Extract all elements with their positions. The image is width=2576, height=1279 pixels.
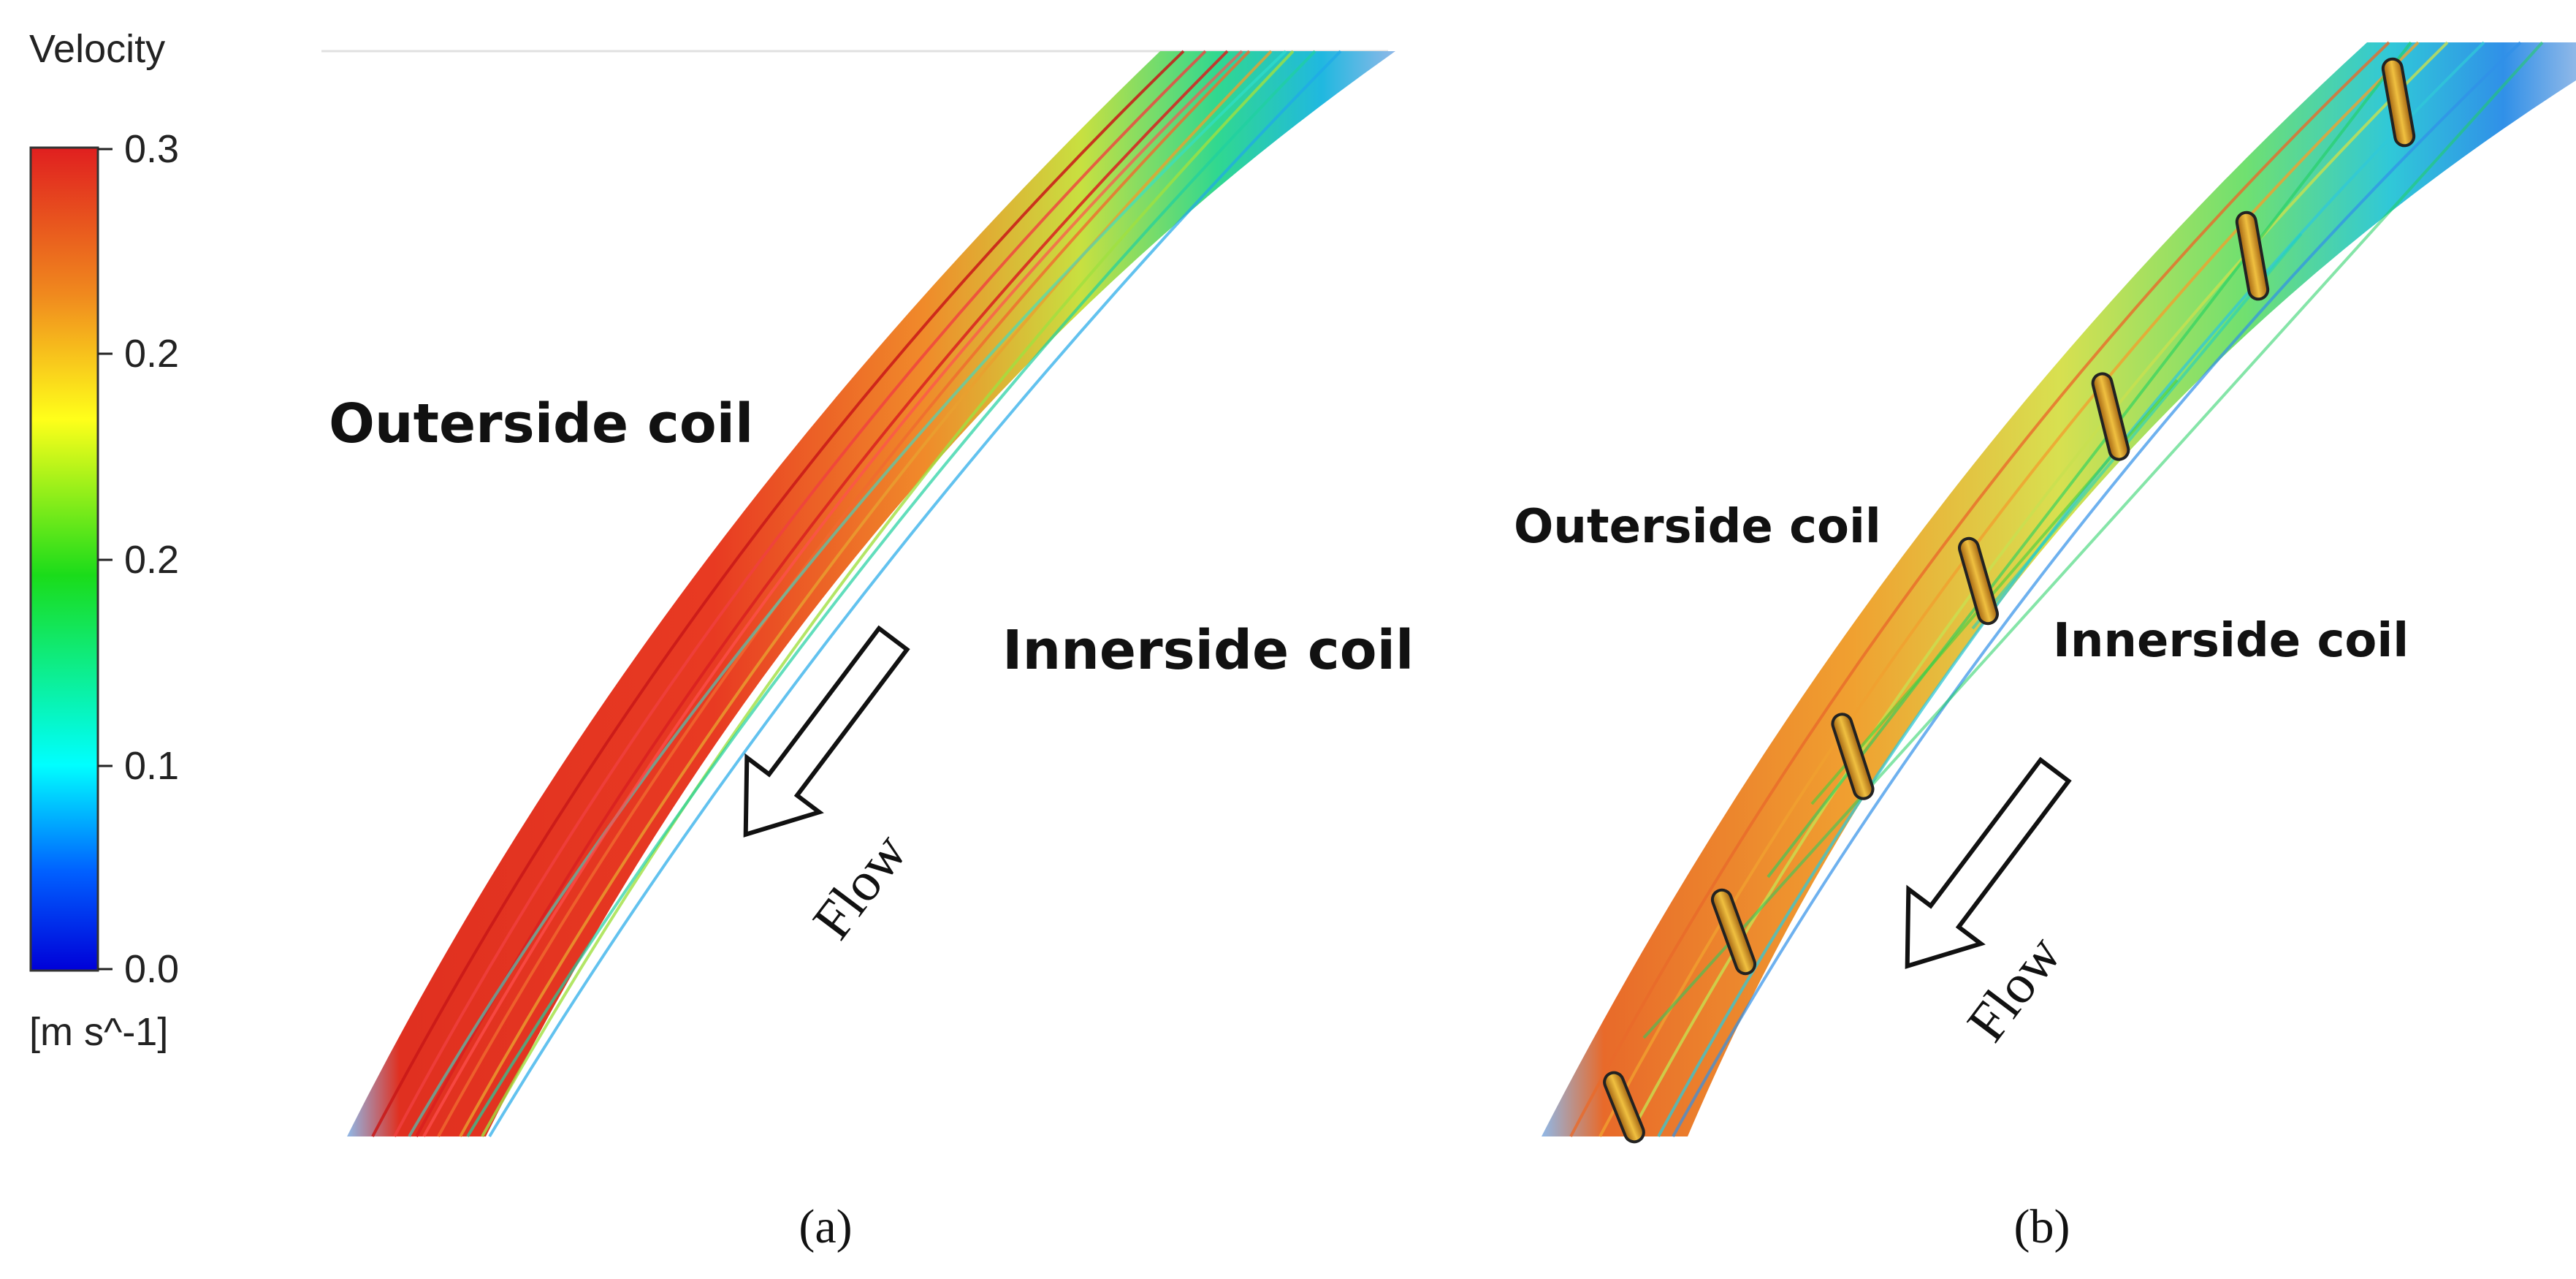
panel-a-flow-arrow <box>743 625 910 838</box>
panel-b: Flow Outerside coil Innerside coil (b) <box>1514 41 2576 1253</box>
panel-a-coil-channel <box>347 51 1395 1136</box>
baffle <box>1831 713 1875 800</box>
baffle <box>1603 1071 1645 1144</box>
legend-tick-label: 0.2 <box>124 332 179 376</box>
panel-b-innerside-label: Innerside coil <box>2053 614 2409 668</box>
legend-tick-label: 0.3 <box>124 127 179 171</box>
baffle <box>2235 210 2270 301</box>
legend-title: Velocity <box>29 27 165 71</box>
velocity-legend: Velocity 0.3 0.2 0.2 0.1 0.0 [m s^-1] <box>29 27 179 1054</box>
legend-tick-label: 0.0 <box>124 947 179 991</box>
panel-a-caption: (a) <box>799 1200 852 1253</box>
baffle <box>2381 57 2416 148</box>
legend-tick-label: 0.2 <box>124 538 179 582</box>
legend-color-bar <box>29 146 99 972</box>
flow-arrow-icon <box>743 625 910 838</box>
panel-a-innerside-label: Innerside coil <box>1002 619 1414 682</box>
panel-a-streamlines <box>371 50 1342 1138</box>
panel-a: Flow Outerside coil Innerside coil (a) <box>321 50 1414 1253</box>
panel-a-outerside-label: Outerside coil <box>329 392 753 455</box>
legend-ticks <box>98 148 113 971</box>
legend-unit: [m s^-1] <box>29 1010 168 1054</box>
flow-arrow-icon <box>1905 756 2072 969</box>
panel-b-baffles <box>1603 57 2416 1144</box>
legend-tick-label: 0.1 <box>124 744 179 788</box>
panel-a-flow-label: Flow <box>801 822 918 950</box>
panel-b-outerside-label: Outerside coil <box>1514 500 1881 554</box>
baffle <box>2091 372 2130 461</box>
baffle <box>1958 536 1999 626</box>
baffle <box>1710 888 1757 976</box>
panel-b-flow-arrow <box>1905 756 2072 969</box>
panel-b-caption: (b) <box>2014 1200 2070 1253</box>
